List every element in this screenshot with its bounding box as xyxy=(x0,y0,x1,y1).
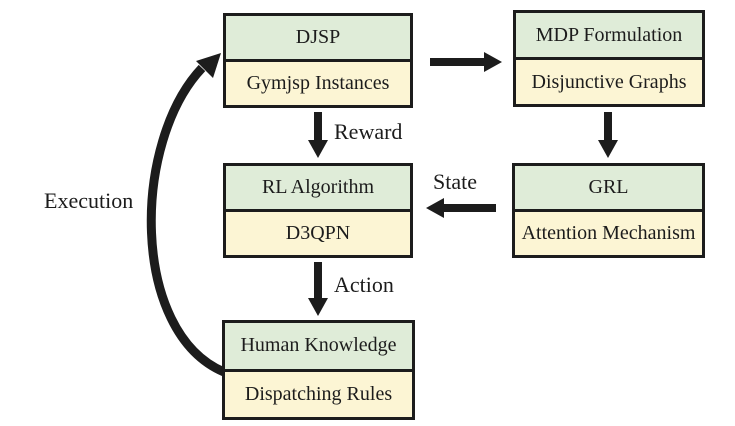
node-mdp-subtitle: Disjunctive Graphs xyxy=(516,60,702,104)
arrow-djsp-to-mdp xyxy=(430,52,502,72)
arrow-hk-to-djsp-execution xyxy=(146,53,226,377)
edge-label-reward: Reward xyxy=(334,119,403,144)
node-human-knowledge: Human Knowledge Dispatching Rules xyxy=(222,320,415,420)
node-rl-subtitle: D3QPN xyxy=(226,212,410,255)
edge-label-action: Action xyxy=(334,272,394,297)
node-hk-title: Human Knowledge xyxy=(225,323,412,372)
node-grl: GRL Attention Mechanism xyxy=(512,163,705,258)
node-djsp-title: DJSP xyxy=(226,16,410,62)
node-mdp-title: MDP Formulation xyxy=(516,13,702,60)
edge-label-state: State xyxy=(433,169,477,194)
node-hk-subtitle: Dispatching Rules xyxy=(225,371,412,417)
node-rl-title: RL Algorithm xyxy=(226,166,410,212)
node-djsp-subtitle: Gymjsp Instances xyxy=(226,62,410,105)
arrow-rl-to-hk xyxy=(308,262,328,316)
node-grl-title: GRL xyxy=(515,166,702,212)
arrow-grl-to-rl xyxy=(426,198,496,218)
node-grl-subtitle: Attention Mechanism xyxy=(515,212,702,255)
edge-label-execution: Execution xyxy=(44,188,134,213)
node-mdp-formulation: MDP Formulation Disjunctive Graphs xyxy=(513,10,705,107)
arrow-mdp-to-grl xyxy=(598,112,618,158)
arrow-djsp-to-rl xyxy=(308,112,328,158)
node-rl-algorithm: RL Algorithm D3QPN xyxy=(223,163,413,258)
node-djsp: DJSP Gymjsp Instances xyxy=(223,13,413,108)
